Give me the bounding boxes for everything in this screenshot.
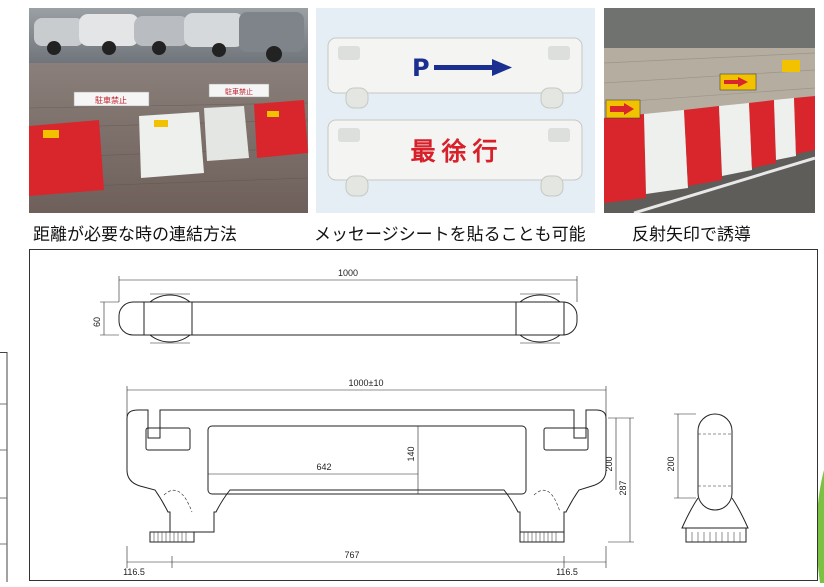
cropped-table-edge [0,352,8,582]
top-view [118,293,578,344]
dim-front-height-200: 200 [604,456,614,471]
dim-offset-right: 116.5 [556,567,578,577]
technical-drawing: 1000 60 1000±10 642 140 200 287 767 116.… [29,249,818,581]
caption-connection-method: 距離が必要な時の連結方法 [33,225,237,245]
photo-reflective-arrows [604,8,815,213]
caption-message-sheet: メッセージシートを貼ることも可能 [314,225,586,245]
photo-message-panels: P 最徐行 [316,8,595,213]
photo-parking-barriers: 駐車禁止 駐車禁止 [29,8,308,213]
dim-top-height: 60 [92,317,102,327]
dim-offset-left: 116.5 [123,567,145,577]
sign-text-1: 駐車禁止 [95,95,127,105]
dim-top-width: 1000 [338,268,358,278]
arrow-right-icon [434,59,512,76]
dim-total-height: 287 [618,480,628,495]
dim-panel-width: 642 [316,462,331,472]
panel-text-slow: 最徐行 [410,137,503,166]
side-view [674,413,749,543]
dim-foot-span: 767 [344,550,359,560]
dim-front-width: 1000±10 [349,378,384,388]
green-leaf-decoration [814,470,824,583]
panel-letter-p: P [412,54,430,82]
dim-panel-height: 140 [406,446,416,461]
sign-text-2: 駐車禁止 [225,87,253,96]
front-view [126,409,607,543]
dim-side-height: 200 [666,456,676,471]
caption-reflective-arrow: 反射矢印で誘導 [632,225,751,245]
